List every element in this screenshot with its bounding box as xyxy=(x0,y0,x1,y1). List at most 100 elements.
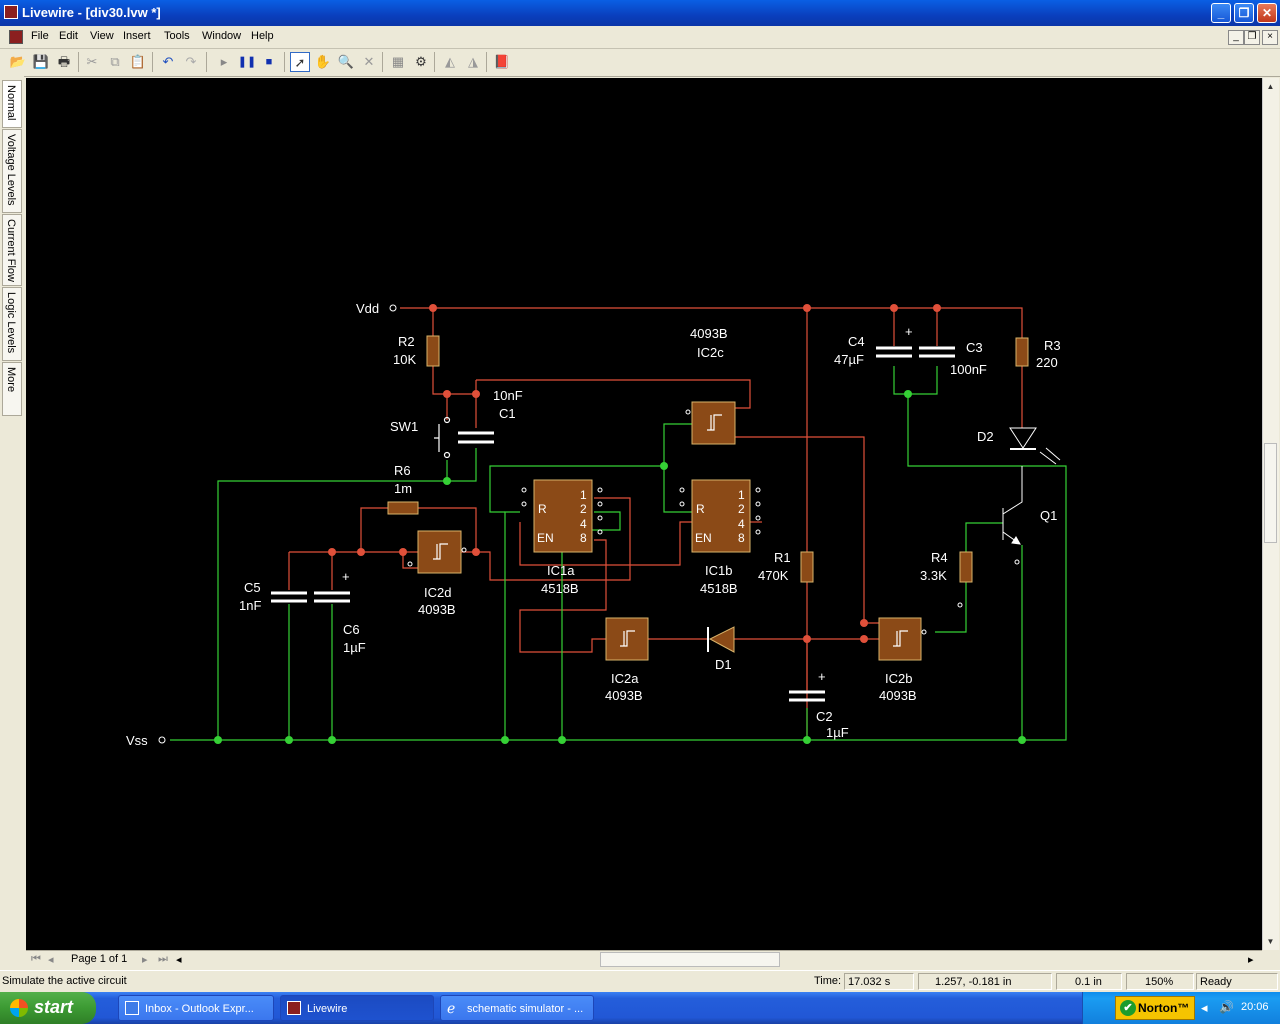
document-icon[interactable] xyxy=(9,30,23,44)
app-state: Ready xyxy=(1196,973,1278,990)
value-c5: 1nF xyxy=(239,598,261,613)
pause-icon[interactable]: ❚❚ xyxy=(237,56,257,68)
value-r3: 220 xyxy=(1036,355,1058,370)
page-navigation-bar: ⏮ ◂ Page 1 of 1 ▸ ⏭ ◂ ▸ xyxy=(26,950,1262,969)
label-ic2d: IC2d xyxy=(424,585,451,600)
menu-window[interactable]: Window xyxy=(202,30,242,42)
norton-button[interactable]: ✔ Norton™ xyxy=(1115,996,1195,1020)
vdd-terminal xyxy=(389,304,397,312)
green-junctions xyxy=(214,390,1026,744)
menu-edit[interactable]: Edit xyxy=(59,30,78,42)
flip-horizontal-icon[interactable]: ◭ xyxy=(445,54,455,69)
task-outlook-express[interactable]: Inbox - Outlook Expr... xyxy=(118,995,274,1021)
task-livewire[interactable]: Livewire xyxy=(280,995,434,1021)
paste-icon[interactable]: 📋 xyxy=(129,54,147,69)
undo-icon[interactable]: ↶ xyxy=(162,54,174,69)
first-page-icon[interactable]: ⏮ xyxy=(31,953,41,965)
menu-help[interactable]: Help xyxy=(251,30,274,42)
label-c4: C4 xyxy=(848,334,865,349)
save-icon[interactable]: 💾 xyxy=(32,54,50,69)
scroll-left-icon[interactable]: ◂ xyxy=(176,954,182,966)
capacitor-c1 xyxy=(458,431,494,444)
open-icon[interactable]: 📂 xyxy=(9,54,27,69)
next-page-icon[interactable]: ▸ xyxy=(142,954,148,966)
resistor-r4 xyxy=(959,551,973,583)
vertical-scrollbar[interactable]: ▲ ▼ xyxy=(1262,78,1279,950)
vertical-scroll-thumb[interactable] xyxy=(1264,443,1277,543)
livewire-app-icon[interactable] xyxy=(4,5,18,19)
start-button[interactable]: start xyxy=(0,992,96,1024)
cut-icon[interactable]: ✂ xyxy=(86,54,98,69)
last-page-icon[interactable]: ⏭ xyxy=(158,953,168,965)
pan-hand-icon[interactable]: ✋ xyxy=(314,54,332,69)
menu-view[interactable]: View xyxy=(90,30,114,42)
page-indicator: Page 1 of 1 xyxy=(71,953,128,965)
volume-icon[interactable]: 🔊 xyxy=(1219,1000,1234,1014)
time-label: Time: xyxy=(814,975,842,987)
ic1b-pin-4: 4 xyxy=(738,517,745,531)
select-pointer-icon[interactable]: ➚ xyxy=(290,52,310,72)
value-r6: 1m xyxy=(394,481,412,496)
task-schematic-simulator[interactable]: ℯ schematic simulator - ... xyxy=(440,995,594,1021)
label-c2: C2 xyxy=(816,709,833,724)
capacitor-c4 xyxy=(876,346,912,358)
polarity-c6: + xyxy=(342,569,350,584)
flip-vertical-icon[interactable]: ◮ xyxy=(468,54,478,69)
copy-icon[interactable]: ⧉ xyxy=(110,54,120,69)
mdi-close-button[interactable]: × xyxy=(1262,30,1278,45)
zoom-level: 150% xyxy=(1126,973,1194,990)
scroll-up-icon[interactable]: ▲ xyxy=(1266,82,1275,91)
menu-file[interactable]: File xyxy=(31,30,49,42)
label-d1: D1 xyxy=(715,657,732,672)
time-value: 17.032 s xyxy=(844,973,914,990)
value-c1: 10nF xyxy=(493,388,523,403)
redo-icon[interactable]: ↷ xyxy=(185,54,197,69)
prev-page-icon[interactable]: ◂ xyxy=(48,954,54,966)
ic1b-pin-1: 1 xyxy=(738,488,745,502)
scroll-down-icon[interactable]: ▼ xyxy=(1266,937,1275,946)
horizontal-scroll-thumb[interactable] xyxy=(600,952,780,967)
mdi-minimize-button[interactable]: _ xyxy=(1228,30,1244,45)
polarity-c2: + xyxy=(818,669,826,684)
menu-insert[interactable]: Insert xyxy=(123,30,151,42)
probe-icon[interactable]: ⚙ xyxy=(415,54,427,69)
type-ic1b: 4518B xyxy=(700,581,738,596)
type-ic2a: 4093B xyxy=(605,688,643,703)
label-r2: R2 xyxy=(398,334,415,349)
print-icon[interactable]: 🖶 xyxy=(57,54,71,69)
schematic-canvas[interactable]: Vdd Vss R2 10K R3 220 R1 470K R4 3.3K R6… xyxy=(26,78,1262,950)
tab-normal[interactable]: Normal xyxy=(2,80,22,128)
label-vdd: Vdd xyxy=(356,301,379,316)
close-button[interactable]: ✕ xyxy=(1257,3,1277,23)
label-ic2c: IC2c xyxy=(697,345,724,360)
resistor-r2 xyxy=(426,335,440,367)
component-icon[interactable]: ▦ xyxy=(391,54,405,69)
capacitor-c6 xyxy=(314,591,350,603)
label-d2: D2 xyxy=(977,429,994,444)
outlook-icon xyxy=(125,1001,139,1015)
tab-logic-levels[interactable]: Logic Levels xyxy=(2,287,22,361)
book-icon[interactable]: 📕 xyxy=(493,54,511,69)
delete-icon[interactable]: ✕ xyxy=(363,54,375,69)
resistor-r6 xyxy=(387,501,419,515)
menu-tools[interactable]: Tools xyxy=(164,30,190,42)
capacitor-c3 xyxy=(919,346,955,358)
restore-button[interactable]: ❐ xyxy=(1234,3,1254,23)
grid-size: 0.1 in xyxy=(1056,973,1122,990)
minimize-button[interactable]: _ xyxy=(1211,3,1231,23)
counter-ic1a xyxy=(533,479,593,553)
red-wires xyxy=(288,307,1023,740)
value-r1: 470K xyxy=(758,568,789,583)
polarity-c4: + xyxy=(905,324,913,339)
mdi-restore-button[interactable]: ❐ xyxy=(1244,30,1260,45)
tray-expand-icon[interactable]: ◂ xyxy=(1201,1000,1208,1015)
tab-current-flow[interactable]: Current Flow xyxy=(2,214,22,286)
tab-more[interactable]: More xyxy=(2,362,22,416)
transistor-q1 xyxy=(1002,466,1023,545)
tab-voltage-levels[interactable]: Voltage Levels xyxy=(2,129,22,213)
scroll-right-icon[interactable]: ▸ xyxy=(1248,954,1254,966)
stop-icon[interactable]: ■ xyxy=(265,56,273,68)
label-r1: R1 xyxy=(774,550,791,565)
zoom-icon[interactable]: 🔍 xyxy=(337,54,355,69)
run-icon[interactable]: ▸ xyxy=(220,54,228,69)
